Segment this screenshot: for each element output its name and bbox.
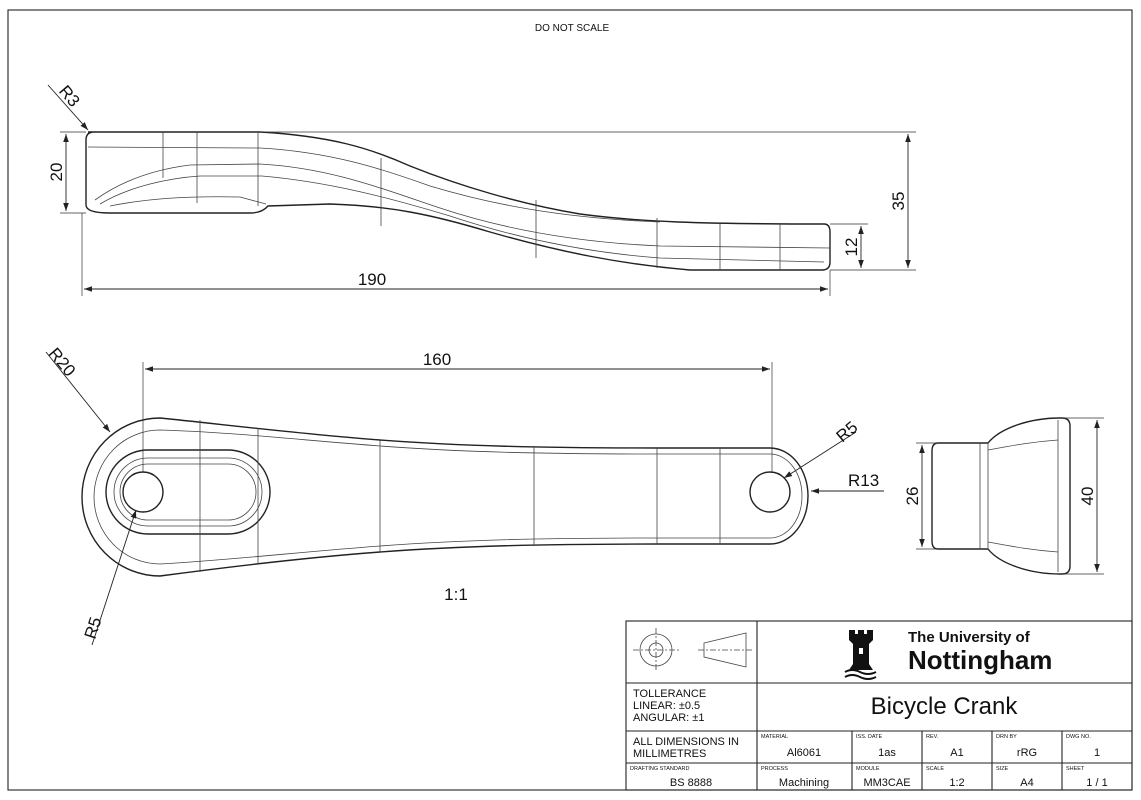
end-view: 26 40 bbox=[903, 417, 1104, 575]
field-issue-date-label: ISS. DATE bbox=[856, 734, 883, 740]
top-view-outline bbox=[81, 417, 809, 577]
top-view: R20 160 R5 R13 R5 1:1 bbox=[45, 344, 884, 646]
dim-r13-label: R13 bbox=[848, 471, 879, 490]
side-view-inner-edge-3 bbox=[87, 146, 661, 223]
dim-r3-label: R3 bbox=[55, 82, 84, 111]
university-name-line2: Nottingham bbox=[908, 645, 1052, 675]
tolerance-linear: LINEAR: ±0.5 bbox=[633, 700, 700, 712]
field-material-value: Al6061 bbox=[787, 747, 821, 759]
do-not-scale-note: DO NOT SCALE bbox=[535, 23, 610, 34]
top-view-pocket bbox=[105, 449, 271, 535]
drafting-standard-label: DRAFTING STANDARD bbox=[630, 766, 690, 772]
dim-12-label: 12 bbox=[842, 238, 861, 257]
field-scale-value: 1:2 bbox=[949, 777, 964, 789]
field-rev-label: REV. bbox=[926, 734, 939, 740]
projection-symbol-icon bbox=[633, 628, 752, 672]
field-drawn-by-label: DRN BY bbox=[996, 734, 1017, 740]
field-module-label: MODULE bbox=[856, 766, 880, 772]
dim-40-label: 40 bbox=[1078, 487, 1097, 506]
side-view: R3 20 35 12 190 bbox=[47, 82, 916, 296]
top-view-pocket-inner bbox=[113, 457, 263, 527]
field-drawn-by-value: rRG bbox=[1017, 747, 1037, 759]
units-line2: MILLIMETRES bbox=[633, 748, 706, 760]
field-material-label: MATERIAL bbox=[761, 734, 788, 740]
field-dwg-no-value: 1 bbox=[1094, 747, 1100, 759]
field-scale-label: SCALE bbox=[926, 766, 944, 772]
end-view-edge bbox=[987, 541, 1059, 553]
field-rev-value: A1 bbox=[950, 747, 963, 759]
units-line1: ALL DIMENSIONS IN bbox=[633, 736, 739, 748]
dim-leader-r5-right bbox=[783, 431, 857, 479]
dim-20-label: 20 bbox=[47, 163, 66, 182]
sheet-border bbox=[7, 9, 1133, 791]
side-view-inner-edge-1 bbox=[94, 163, 831, 249]
field-module-value: MM3CAE bbox=[863, 777, 910, 789]
top-view-inner-outline bbox=[93, 429, 803, 565]
dim-leader-r20 bbox=[45, 351, 111, 433]
view-scale-note: 1:1 bbox=[444, 585, 468, 604]
end-view-outline bbox=[931, 417, 1071, 575]
dim-r5-right-label: R5 bbox=[833, 418, 862, 447]
field-process-label: PROCESS bbox=[761, 766, 788, 772]
top-view-pocket-inner bbox=[119, 463, 257, 521]
dim-190-label: 190 bbox=[358, 270, 386, 289]
field-dwg-no-label: DWG NO. bbox=[1066, 734, 1091, 740]
drafting-standard-value: BS 8888 bbox=[670, 777, 712, 789]
field-size-value: A4 bbox=[1020, 777, 1033, 789]
side-view-outline bbox=[85, 131, 831, 271]
university-castle-logo-icon bbox=[844, 630, 877, 680]
field-sheet-label: SHEET bbox=[1066, 766, 1085, 772]
pedal-hole-left bbox=[122, 471, 164, 513]
drawing-title: Bicycle Crank bbox=[871, 693, 1019, 720]
dim-160-label: 160 bbox=[423, 350, 451, 369]
field-sheet-value: 1 / 1 bbox=[1086, 777, 1107, 789]
end-view-edge bbox=[987, 439, 1059, 451]
pedal-hole-right bbox=[749, 471, 791, 513]
dim-r5-left-label: R5 bbox=[81, 615, 106, 642]
side-view-inner-edge-2 bbox=[99, 175, 825, 263]
dim-35-label: 35 bbox=[889, 192, 908, 211]
field-size-label: SIZE bbox=[996, 766, 1009, 772]
dim-leader-r5-left bbox=[91, 509, 137, 646]
tolerance-angular: ANGULAR: ±1 bbox=[633, 712, 704, 724]
title-block: The University of Nottingham Bicycle Cra… bbox=[625, 620, 1133, 791]
dim-leader-r3 bbox=[47, 84, 89, 131]
university-name-line1: The University of bbox=[908, 629, 1031, 646]
field-process-value: Machining bbox=[779, 777, 829, 789]
title-block-frame bbox=[625, 620, 1133, 791]
dim-r20-label: R20 bbox=[45, 344, 80, 380]
field-issue-date-value: 1as bbox=[878, 747, 896, 759]
dim-26-label: 26 bbox=[903, 487, 922, 506]
side-view-inner-edge-4 bbox=[109, 196, 267, 207]
tolerance-label: TOLLERANCE bbox=[633, 688, 706, 700]
